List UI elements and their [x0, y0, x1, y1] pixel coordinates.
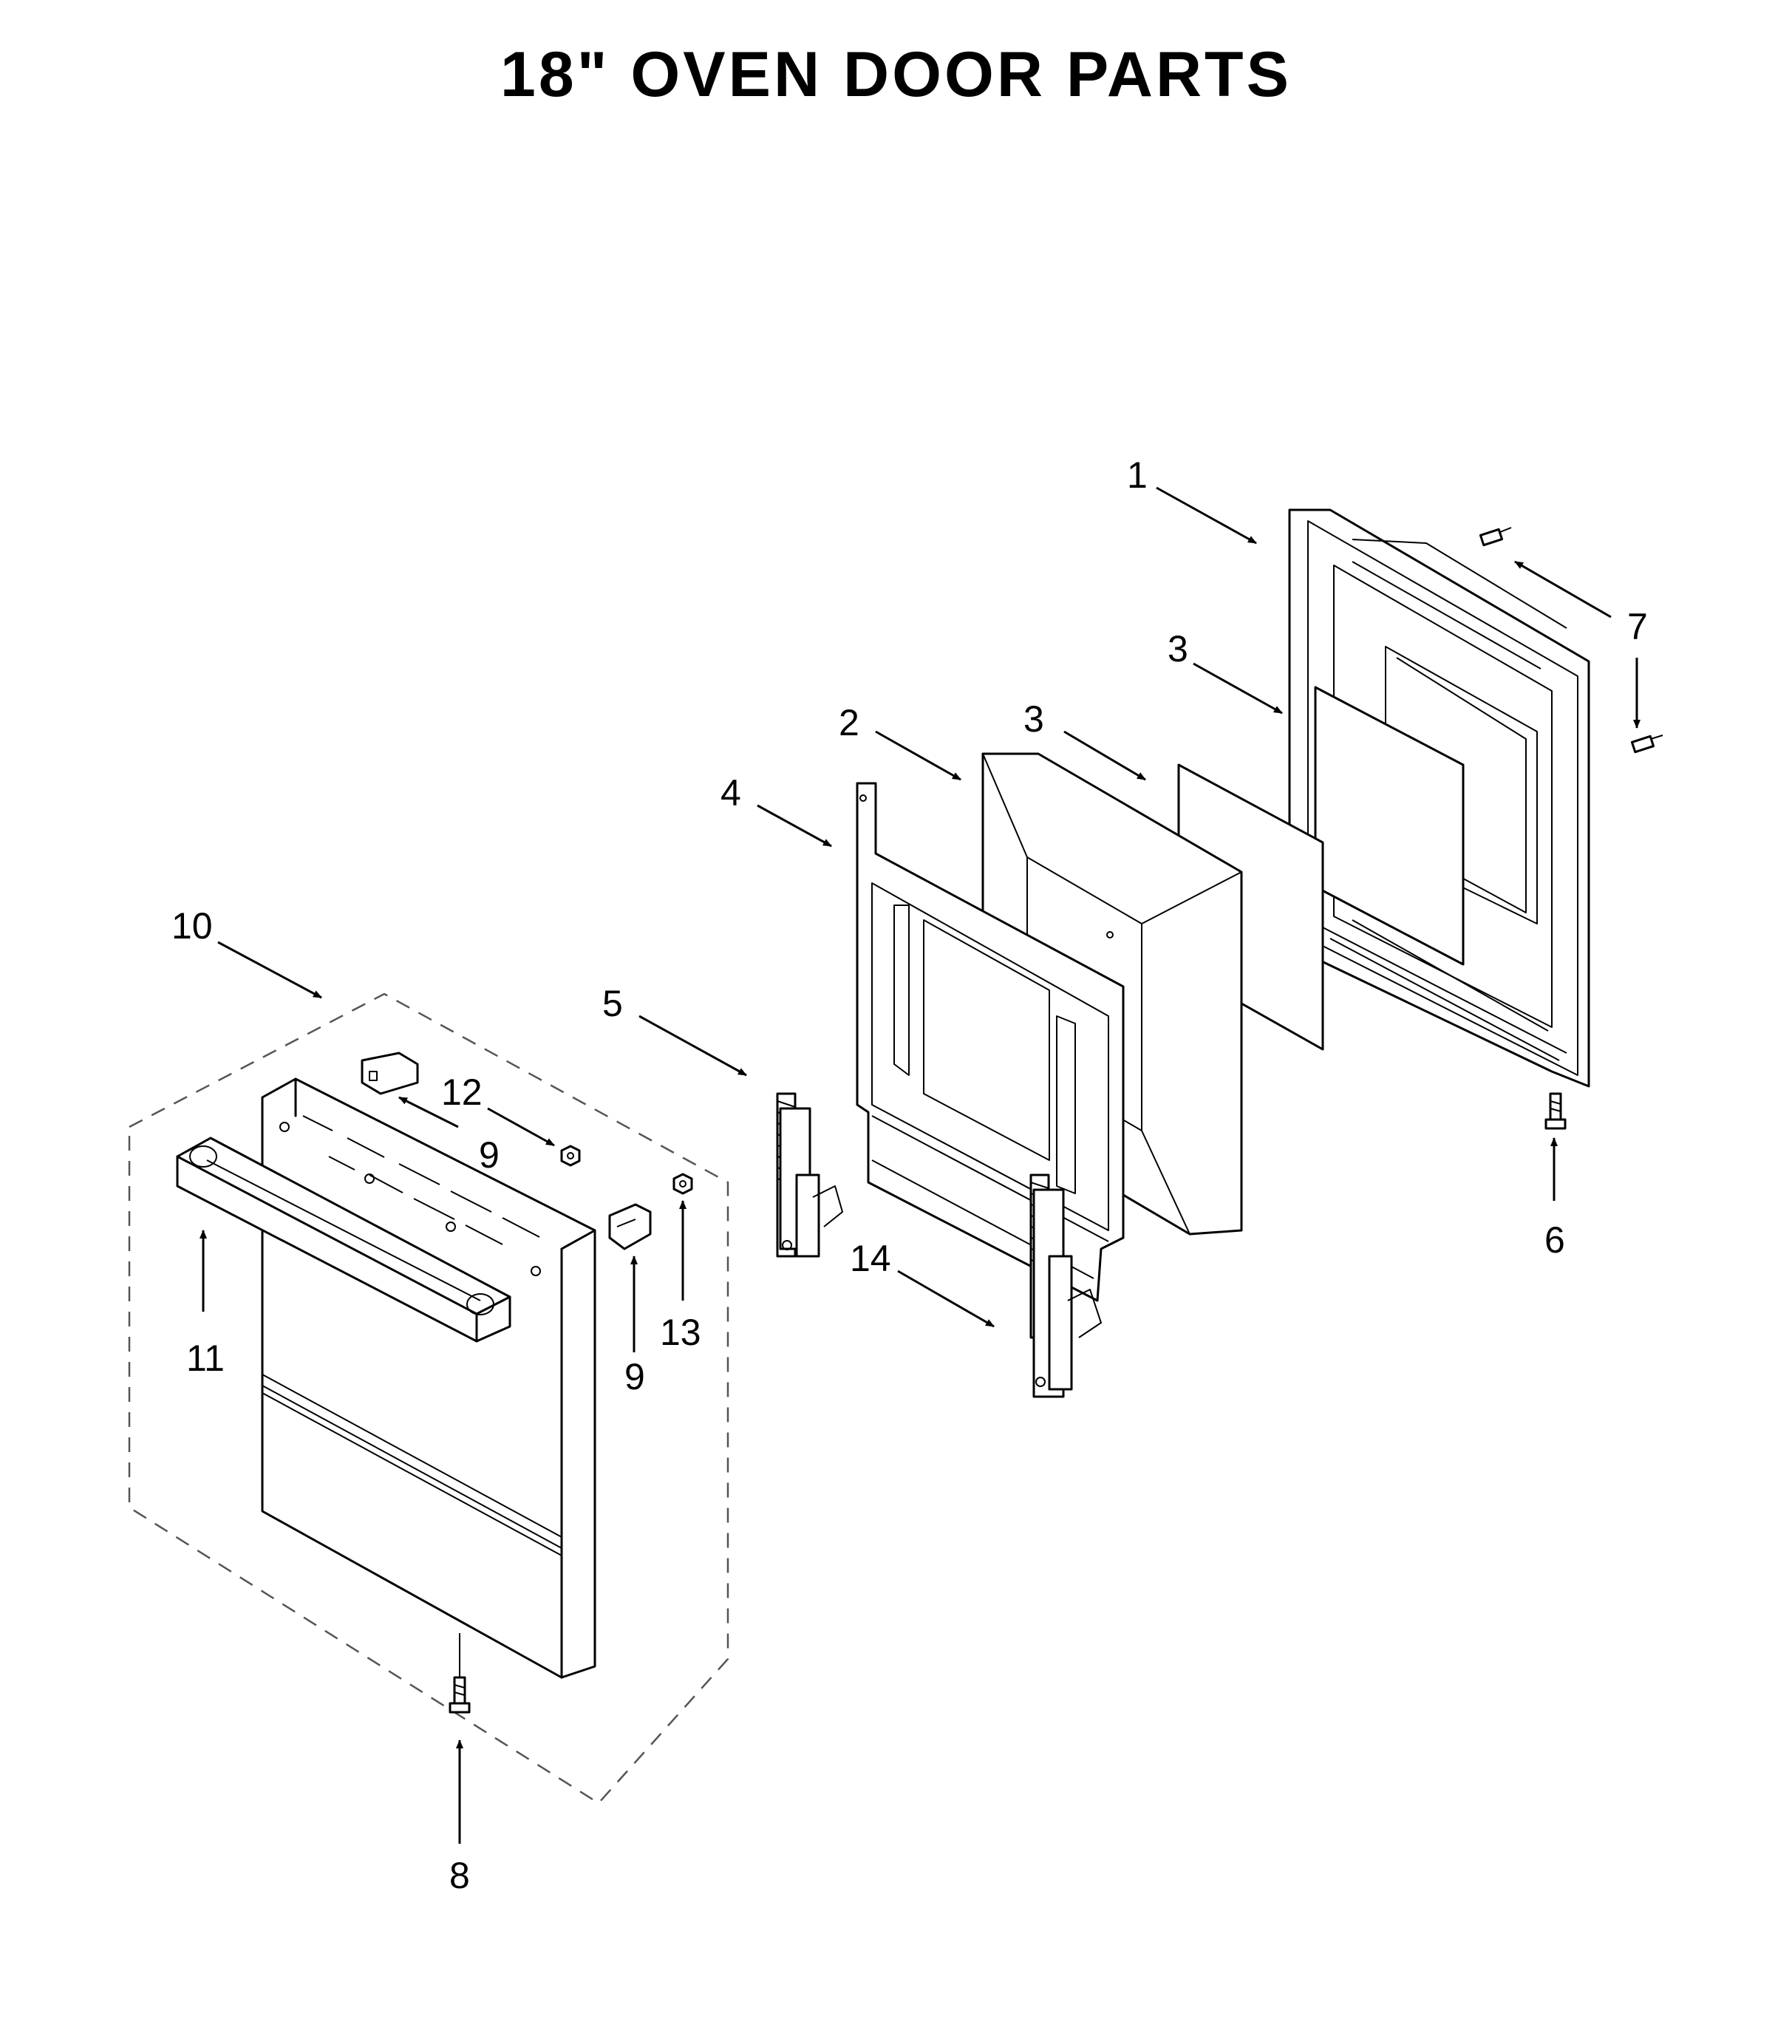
part-bracket-top	[361, 1052, 419, 1095]
part-hinge-left	[776, 1092, 843, 1258]
callout-6: 6	[1544, 1219, 1565, 1261]
callout-4: 4	[720, 772, 741, 814]
callout-3a: 3	[1168, 628, 1188, 670]
part-screw-door-bottom	[449, 1633, 471, 1714]
callout-13: 13	[660, 1312, 701, 1353]
callout-7: 7	[1627, 606, 1648, 647]
leader-3a	[1193, 662, 1283, 715]
callout-1: 1	[1127, 454, 1148, 496]
callout-9a: 9	[479, 1134, 500, 1176]
part-door-handle	[176, 1137, 511, 1343]
leader-12	[487, 1107, 555, 1147]
callout-9b: 9	[624, 1356, 645, 1397]
callout-2: 2	[839, 702, 859, 743]
part-door-frame	[856, 782, 1125, 1302]
leader-9a	[398, 1096, 459, 1128]
leader-14	[897, 1270, 995, 1328]
leader-1	[1156, 486, 1257, 545]
part-screw-side	[1630, 735, 1663, 754]
leader-7a	[1514, 560, 1612, 619]
leader-3b	[1063, 730, 1146, 781]
leader-5	[638, 1015, 747, 1077]
callout-14: 14	[850, 1238, 891, 1279]
callout-10: 10	[171, 905, 213, 947]
part-screw-bottom	[1544, 1092, 1567, 1130]
callout-3b: 3	[1023, 698, 1044, 740]
part-bracket-side	[608, 1203, 652, 1250]
diagram-title: 18" OVEN DOOR PARTS	[500, 39, 1292, 110]
part-nut-12	[560, 1145, 581, 1167]
part-glass-panel-inner	[1314, 686, 1465, 966]
part-screw-top	[1479, 527, 1512, 547]
part-hinge-right	[1029, 1173, 1102, 1398]
callout-8: 8	[449, 1855, 470, 1896]
part-outer-door-assembly-outline	[128, 992, 729, 1805]
part-outer-door	[261, 1077, 596, 1679]
leader-4	[757, 804, 832, 848]
callout-5: 5	[602, 983, 623, 1024]
part-nut-13	[672, 1173, 693, 1195]
callout-11: 11	[186, 1338, 225, 1379]
leader-10	[217, 941, 322, 999]
callout-12: 12	[441, 1072, 483, 1113]
leader-2	[875, 730, 961, 781]
